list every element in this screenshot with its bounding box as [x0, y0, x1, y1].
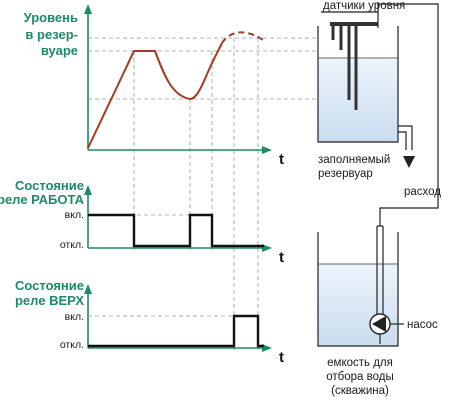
well-label-line2: отбора воды: [326, 371, 393, 383]
reservoir-label-line1: заполняемый: [318, 154, 390, 166]
sensors-label: датчики уровня: [323, 0, 405, 12]
relay-top-chart: Состояние реле ВЕРХ вкл. откл. t: [15, 278, 284, 366]
relay-work-on-label: вкл.: [65, 209, 84, 221]
reservoir-label-line2: резервуар: [318, 168, 373, 180]
reservoir-water: [318, 58, 398, 142]
right-panel: датчики уровня заполняемый резервуар рас…: [317, 0, 441, 397]
relay-top-axis-t-label: t: [279, 349, 284, 366]
relay-work-title-line2: реле РАБОТА: [0, 192, 85, 207]
reservoir-tank: [317, 26, 399, 143]
level-x-axis-arrow: [262, 146, 272, 154]
level-chart-title-line3: вуаре: [41, 43, 78, 58]
level-y-axis-arrow: [84, 4, 92, 14]
outflow-pipe-inner: [398, 131, 407, 150]
relay-work-axis-t-label: t: [279, 249, 284, 266]
relay-work-x-axis-arrow: [262, 244, 272, 252]
relay-work-y-axis-arrow: [84, 185, 92, 195]
relay-top-signal: [88, 314, 264, 348]
level-axis-t-label: t: [279, 151, 284, 168]
outflow-pipe: [398, 125, 413, 150]
level-chart-title-line1: Уровень: [24, 10, 78, 25]
relay-work-title-line1: Состояние: [15, 178, 84, 193]
pump-label: насос: [407, 319, 438, 331]
level-chart-title-line2: в резер-: [25, 27, 78, 42]
relay-top-x-axis-arrow: [262, 344, 272, 352]
relay-top-title-line2: реле ВЕРХ: [15, 293, 84, 308]
level-curve-dashed: [221, 31, 267, 44]
sensor-mount-bar: [330, 22, 378, 26]
relay-top-off-label: откл.: [60, 339, 84, 351]
level-curve: [87, 42, 223, 149]
level-chart: Уровень в резер- вуаре t: [24, 4, 318, 350]
well-tank: [317, 232, 399, 347]
relay-work-signal: [88, 213, 264, 248]
well-label-line1: емкость для: [327, 357, 393, 369]
relay-top-on-label: вкл.: [65, 311, 84, 323]
pump-triangle: [372, 316, 386, 332]
relay-work-off-label: откл.: [60, 239, 84, 251]
relay-work-chart: Состояние реле РАБОТА вкл. откл. t: [0, 178, 284, 266]
relay-top-y-axis-arrow: [84, 284, 92, 294]
well-label-line3: (скважина): [331, 385, 389, 397]
well-water: [318, 264, 398, 346]
signal-wire: [378, 3, 439, 226]
outflow-arrow: [403, 156, 415, 168]
outflow-label: расход: [404, 186, 441, 198]
relay-top-title-line1: Состояние: [15, 278, 84, 293]
